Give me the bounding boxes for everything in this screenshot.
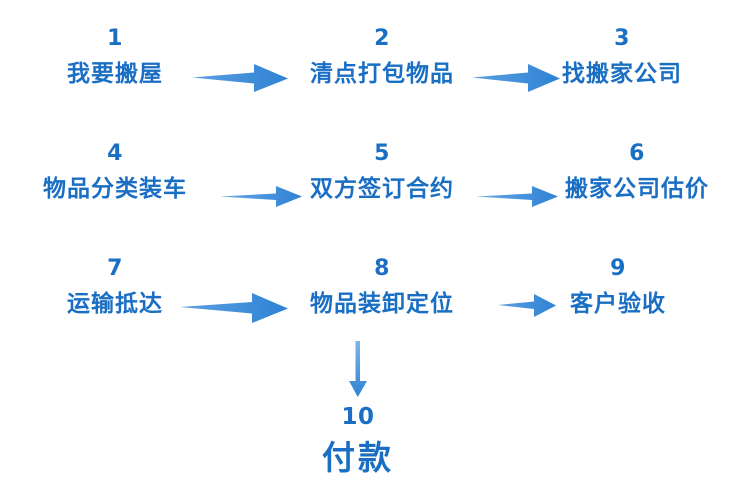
flow-step-3[interactable]: 3 找搬家公司 [562, 28, 682, 86]
arrow-right-icon-7-to-8 [178, 291, 290, 325]
step-label: 双方签订合约 [310, 176, 454, 202]
step-number: 2 [374, 26, 390, 51]
step-number: 1 [107, 26, 123, 51]
flow-step-10[interactable]: 10 付款 [322, 404, 394, 477]
step-label: 清点打包物品 [310, 61, 454, 87]
arrow-right-icon-4-to-5 [218, 183, 304, 209]
step-label: 物品分类装车 [43, 176, 187, 202]
arrow-right-icon-8-to-9 [496, 292, 558, 318]
arrow-right-icon-1-to-2 [190, 62, 290, 94]
step-label: 我要搬屋 [67, 61, 163, 87]
flow-step-7[interactable]: 7 运输抵达 [67, 258, 163, 316]
step-number: 9 [610, 256, 626, 281]
flow-step-8[interactable]: 8 物品装卸定位 [310, 258, 454, 316]
step-number: 3 [614, 26, 630, 51]
step-label: 搬家公司估价 [565, 176, 709, 202]
step-number: 5 [374, 141, 390, 166]
step-number: 10 [341, 404, 375, 430]
step-label: 物品装卸定位 [310, 291, 454, 317]
flow-step-2[interactable]: 2 清点打包物品 [310, 28, 454, 86]
flow-step-9[interactable]: 9 客户验收 [570, 258, 666, 316]
step-number: 8 [374, 256, 390, 281]
arrow-down-icon-8-to-10 [344, 341, 372, 398]
step-number: 4 [107, 141, 123, 166]
flow-step-1[interactable]: 1 我要搬屋 [67, 28, 163, 86]
step-label: 客户验收 [570, 291, 666, 317]
arrow-right-icon-2-to-3 [470, 62, 562, 94]
step-label: 付款 [322, 438, 394, 477]
step-label: 运输抵达 [67, 291, 163, 317]
step-number: 7 [107, 256, 123, 281]
step-number: 6 [629, 141, 645, 166]
arrow-right-icon-5-to-6 [474, 183, 560, 209]
flow-step-5[interactable]: 5 双方签订合约 [310, 143, 454, 201]
flow-step-6[interactable]: 6 搬家公司估价 [565, 143, 709, 201]
step-label: 找搬家公司 [562, 61, 682, 87]
flow-step-4[interactable]: 4 物品分类装车 [43, 143, 187, 201]
